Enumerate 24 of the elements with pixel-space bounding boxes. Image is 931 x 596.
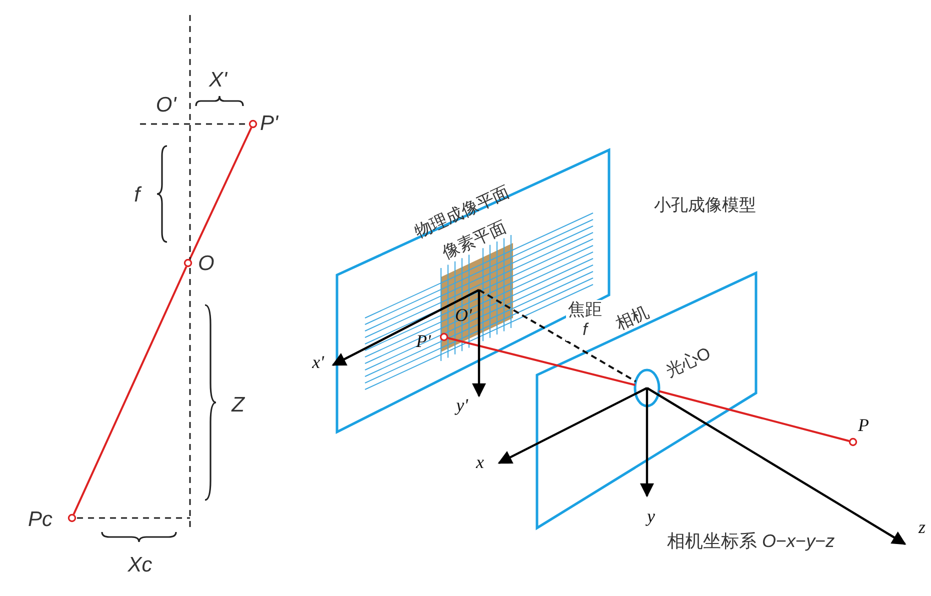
caption-label: 相机坐标系 O−x−y−z xyxy=(667,532,835,550)
point-label: P xyxy=(858,416,869,434)
ray-line xyxy=(448,337,636,386)
dimension-label: X' xyxy=(208,70,228,90)
point-label: O' xyxy=(156,94,176,116)
dimension-label: Xc xyxy=(128,554,152,576)
axis-label: y xyxy=(647,507,655,525)
point-label: P' xyxy=(260,113,278,134)
dimension-label: f xyxy=(134,184,140,206)
ray-line xyxy=(188,127,252,260)
point-label: 光心O xyxy=(662,344,714,380)
axis-label: z xyxy=(918,518,926,536)
edge-label: 焦距 f xyxy=(566,300,604,341)
axis-label: x' xyxy=(312,353,324,371)
axis-label: x xyxy=(476,453,484,471)
plane-label: 相机 xyxy=(613,303,651,333)
point-label: Pc xyxy=(28,509,53,530)
ray-line xyxy=(72,266,188,515)
title-label: 小孔成像模型 xyxy=(654,196,756,214)
dashed-line xyxy=(478,289,636,382)
dimension-label: Z xyxy=(232,394,244,416)
ray-line xyxy=(658,390,850,442)
axis-label: y' xyxy=(456,396,468,414)
point-label: O xyxy=(198,253,214,274)
